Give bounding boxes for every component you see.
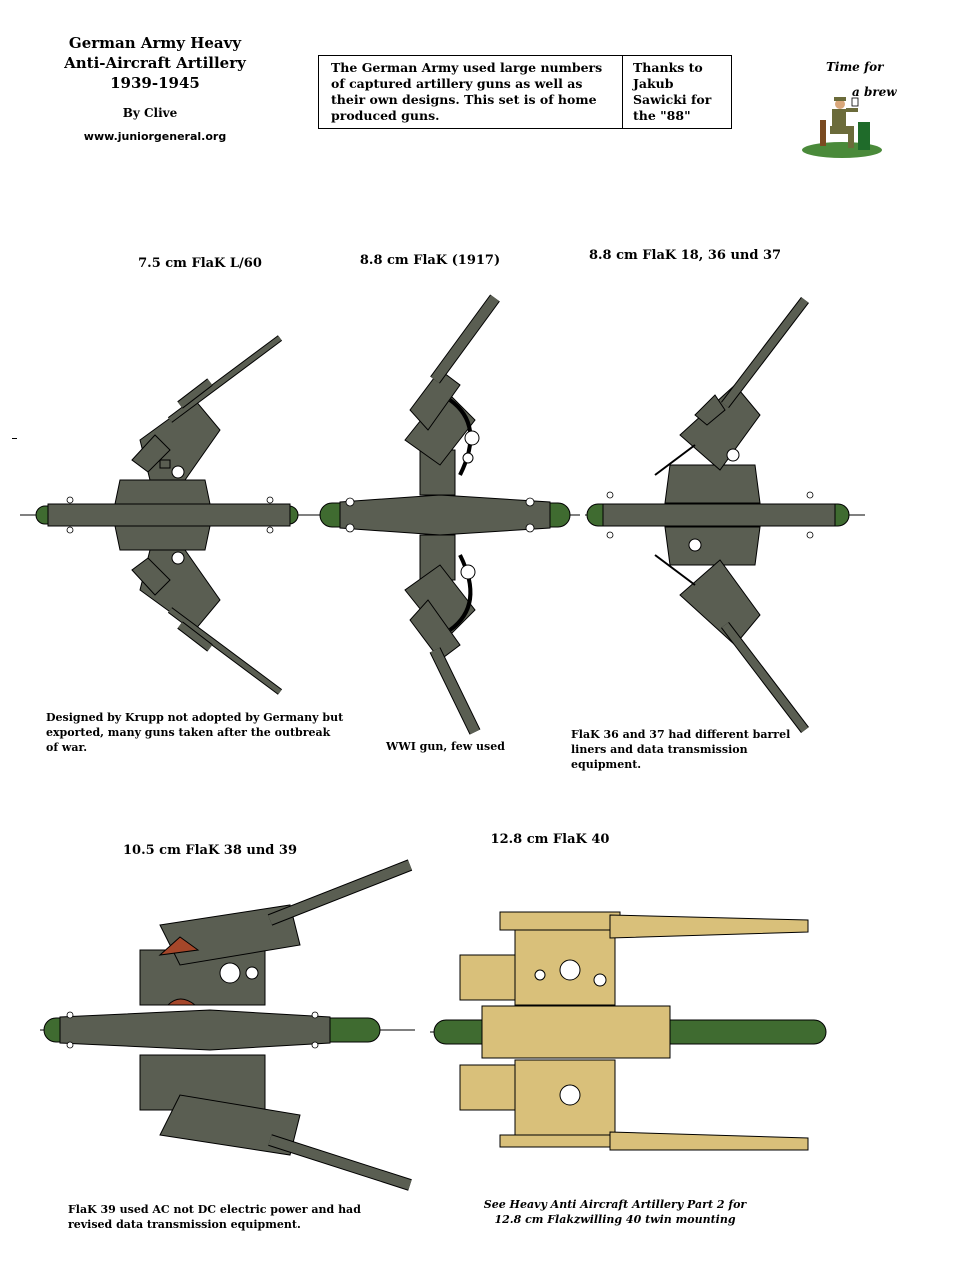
info-box: The German Army used large numbers of ca… — [318, 55, 732, 129]
gun-note-flak-l60: Designed by Krupp not adopted by Germany… — [46, 711, 344, 754]
gun-figure-flak-18 — [585, 296, 865, 734]
gun-label-flak-1917: 8.8 cm FlaK (1917) — [359, 253, 501, 268]
info-text: The German Army used large numbers of ca… — [319, 56, 623, 128]
gun-note-flak-1917: WWI gun, few used — [386, 740, 505, 753]
title-line-2: Anti-Aircraft Artillery — [64, 54, 246, 72]
gun-figure-flak-38 — [40, 859, 415, 1191]
thanks-text: Thanks to Jakub Sawicki for the "88" — [633, 60, 712, 123]
gun-label-flak-38: 10.5 cm FlaK 38 und 39 — [122, 843, 298, 858]
gun-figure-flak-40 — [430, 911, 827, 1151]
logo-line-1: Time for — [826, 60, 884, 74]
website-link[interactable]: www.juniorgeneral.org — [83, 130, 227, 143]
stray-mark — [12, 438, 17, 439]
gun-figure-flak-l60 — [20, 335, 320, 695]
title-line-3: 1939-1945 — [110, 74, 200, 92]
brew-soldier-logo — [802, 97, 882, 158]
gun-label-flak-l60: 7.5 cm FlaK L/60 — [138, 256, 262, 271]
title-line-1: German Army Heavy — [68, 34, 242, 52]
gun-figure-flak-1917 — [310, 294, 580, 735]
gun-note-flak-38: FlaK 39 used AC not DC electric power an… — [68, 1203, 361, 1231]
gun-note-flak-40: See Heavy Anti Aircraft Artillery Part 2… — [483, 1198, 747, 1226]
gun-label-flak-40: 12.8 cm FlaK 40 — [490, 832, 610, 847]
gun-note-flak-18: FlaK 36 and 37 had different barrel line… — [571, 728, 791, 771]
gun-label-flak-18: 8.8 cm FlaK 18, 36 und 37 — [588, 248, 782, 263]
byline: By Clive — [122, 106, 178, 120]
page-title: German Army Heavy Anti-Aircraft Artiller… — [40, 33, 270, 93]
logo-line-2: a brew — [852, 85, 897, 99]
